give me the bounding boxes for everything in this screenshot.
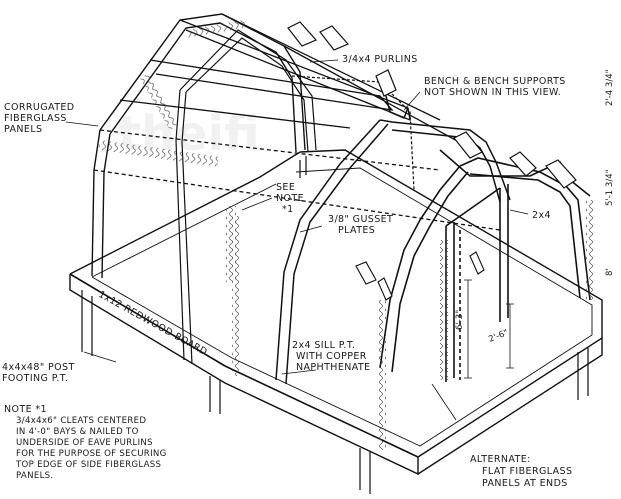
label-corrugated-2: FIBERGLASS: [4, 113, 67, 124]
label-post-1: 4x4x48" POST: [2, 362, 75, 373]
label-bench-1: BENCH & BENCH SUPPORTS: [424, 76, 566, 87]
corrugated-panels: [98, 19, 247, 282]
side-panels: [232, 200, 594, 450]
gusset-plates: [355, 251, 485, 301]
label-sill-2: WITH COPPER: [296, 351, 367, 362]
label-gusset-1: 3/8" GUSSET: [328, 214, 393, 225]
dim-right-top: 2'-4 3/4": [605, 69, 615, 106]
label-corrugated-3: PANELS: [4, 124, 42, 135]
labels: CORRUGATED FIBERGLASS PANELS 3/4x4 PURLI…: [2, 54, 572, 489]
dimension-lines: [464, 279, 514, 379]
dim-right-mid: 5'-1 3/4": [605, 169, 615, 206]
second-frame: [275, 87, 511, 385]
label-corrugated-1: CORRUGATED: [4, 102, 75, 113]
label-see-note-1: SEE: [276, 182, 295, 193]
label-bench-2: NOT SHOWN IN THIS VIEW.: [424, 87, 561, 98]
base-frame: [69, 149, 603, 476]
front-frame: [379, 149, 591, 382]
label-redwood: 1x12 REDWOOD BOARD: [97, 289, 210, 358]
middle-frames: [175, 29, 415, 365]
note-line-2: IN 4'-0" BAYS & NAILED TO: [16, 427, 139, 437]
note-title: NOTE *1: [4, 404, 47, 415]
purlins: [93, 13, 501, 231]
footing-posts: [81, 156, 589, 494]
label-sill-3: NAPHTHENATE: [296, 362, 371, 373]
label-alternate-3: PANELS AT ENDS: [482, 478, 568, 489]
label-purlins: 3/4x4 PURLINS: [342, 54, 418, 65]
label-alternate-2: FLAT FIBERGLASS: [482, 466, 572, 477]
dim-right-bot: 8': [605, 268, 615, 276]
note-line-5: TOP EDGE OF SIDE FIBERGLASS: [15, 460, 161, 470]
dim-2-6: 2'-6": [487, 328, 509, 345]
label-see-note-2: NOTE: [276, 193, 304, 204]
label-post-2: FOOTING P.T.: [2, 373, 68, 384]
note-line-6: PANELS.: [16, 471, 53, 481]
dim-6-3: 6'-3": [455, 310, 465, 330]
label-2x4: 2x4: [532, 210, 551, 221]
callout-leaders: [65, 59, 529, 421]
label-sill-1: 2x4 SILL P.T.: [292, 340, 355, 351]
note-line-1: 3/4x4x6" CLEATS CENTERED: [16, 416, 146, 426]
label-see-note-3: *1: [282, 204, 294, 215]
note-line-3: UNDERSIDE OF EAVE PURLINS: [16, 438, 153, 448]
rafter-tails: [287, 21, 577, 189]
label-alternate-1: ALTERNATE:: [470, 454, 531, 465]
label-gusset-2: PLATES: [338, 225, 375, 236]
note-line-4: FOR THE PURPOSE OF SECURING: [16, 449, 167, 459]
